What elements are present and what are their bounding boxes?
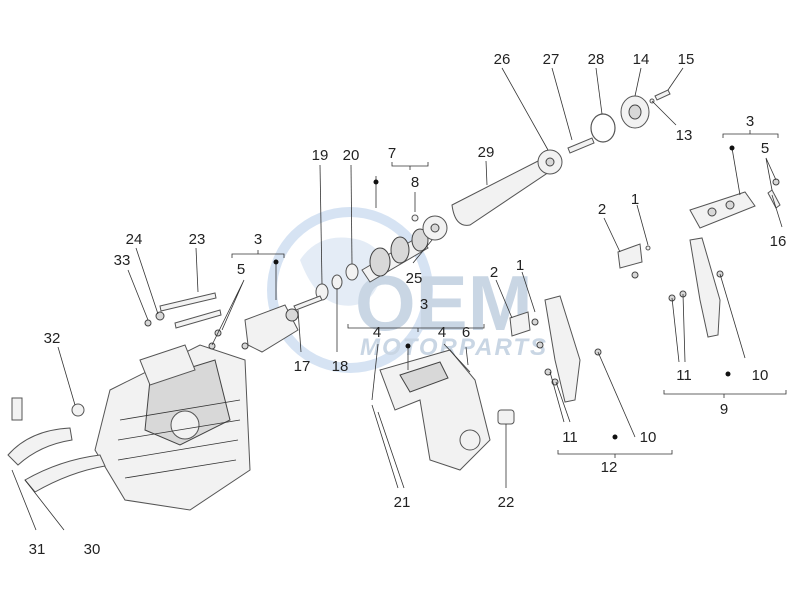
callout-4-right: 4 xyxy=(438,324,446,341)
rocker-support-center xyxy=(379,349,491,471)
callout-2-center: 2 xyxy=(490,264,498,281)
callout-19: 19 xyxy=(312,147,329,164)
callout-3-left: 3 xyxy=(254,231,262,248)
callout-24: 24 xyxy=(126,231,143,248)
callout-26: 26 xyxy=(494,51,511,68)
timing-sprocket-assembly xyxy=(537,89,671,175)
callout-33: 33 xyxy=(114,252,131,269)
callout-5-right: 5 xyxy=(761,140,769,157)
camshaft-bearing-housing xyxy=(208,304,299,353)
callout-31: 31 xyxy=(29,541,46,558)
rocker-arm-center xyxy=(509,295,602,403)
callout-1-center: 1 xyxy=(516,257,524,274)
callout-2-right: 2 xyxy=(598,201,606,218)
callout-23: 23 xyxy=(189,231,206,248)
callout-3-center: 3 xyxy=(420,296,428,313)
washers xyxy=(293,263,359,311)
callout-5-left: 5 xyxy=(237,261,245,278)
camshaft xyxy=(361,214,429,283)
sprocket-25 xyxy=(422,215,448,241)
callout-10-right: 10 xyxy=(752,367,769,384)
watermark-globe xyxy=(267,207,433,373)
callout-27: 27 xyxy=(543,51,560,68)
callout-32: 32 xyxy=(44,330,61,347)
nut-22 xyxy=(497,409,515,425)
leader-lines xyxy=(11,67,787,531)
callout-3-right: 3 xyxy=(746,113,754,130)
cylinder-head xyxy=(94,344,251,511)
callout-11-right: 11 xyxy=(676,367,692,384)
callout-14: 14 xyxy=(633,51,650,68)
callout-16: 16 xyxy=(770,233,787,250)
anchor-dots xyxy=(273,145,735,440)
studs xyxy=(144,292,222,329)
callout-28: 28 xyxy=(588,51,605,68)
callout-10-center: 10 xyxy=(640,429,657,446)
callout-15: 15 xyxy=(678,51,695,68)
rocker-arm-right xyxy=(617,178,781,338)
callout-18: 18 xyxy=(332,358,349,375)
callouts: 1 1 2 2 3 3 3 4 4 5 5 6 7 8 9 10 10 11 1… xyxy=(29,51,787,558)
callout-17: 17 xyxy=(294,358,311,375)
timing-chain xyxy=(451,158,556,226)
callout-21: 21 xyxy=(394,494,411,511)
callout-29: 29 xyxy=(478,144,495,161)
callout-6: 6 xyxy=(462,324,470,341)
callout-11-center: 11 xyxy=(562,429,578,446)
chain-guides xyxy=(7,427,106,493)
callout-1-right: 1 xyxy=(631,191,639,208)
callout-22: 22 xyxy=(498,494,515,511)
callout-9: 9 xyxy=(720,401,728,418)
callout-7: 7 xyxy=(388,145,396,162)
callout-13: 13 xyxy=(676,127,693,144)
callout-20: 20 xyxy=(343,147,360,164)
callout-4-left: 4 xyxy=(373,324,381,341)
callout-8: 8 xyxy=(411,174,419,191)
callout-12: 12 xyxy=(601,459,618,476)
plug-32 xyxy=(11,397,85,421)
callout-25: 25 xyxy=(406,270,423,287)
callout-30: 30 xyxy=(84,541,101,558)
